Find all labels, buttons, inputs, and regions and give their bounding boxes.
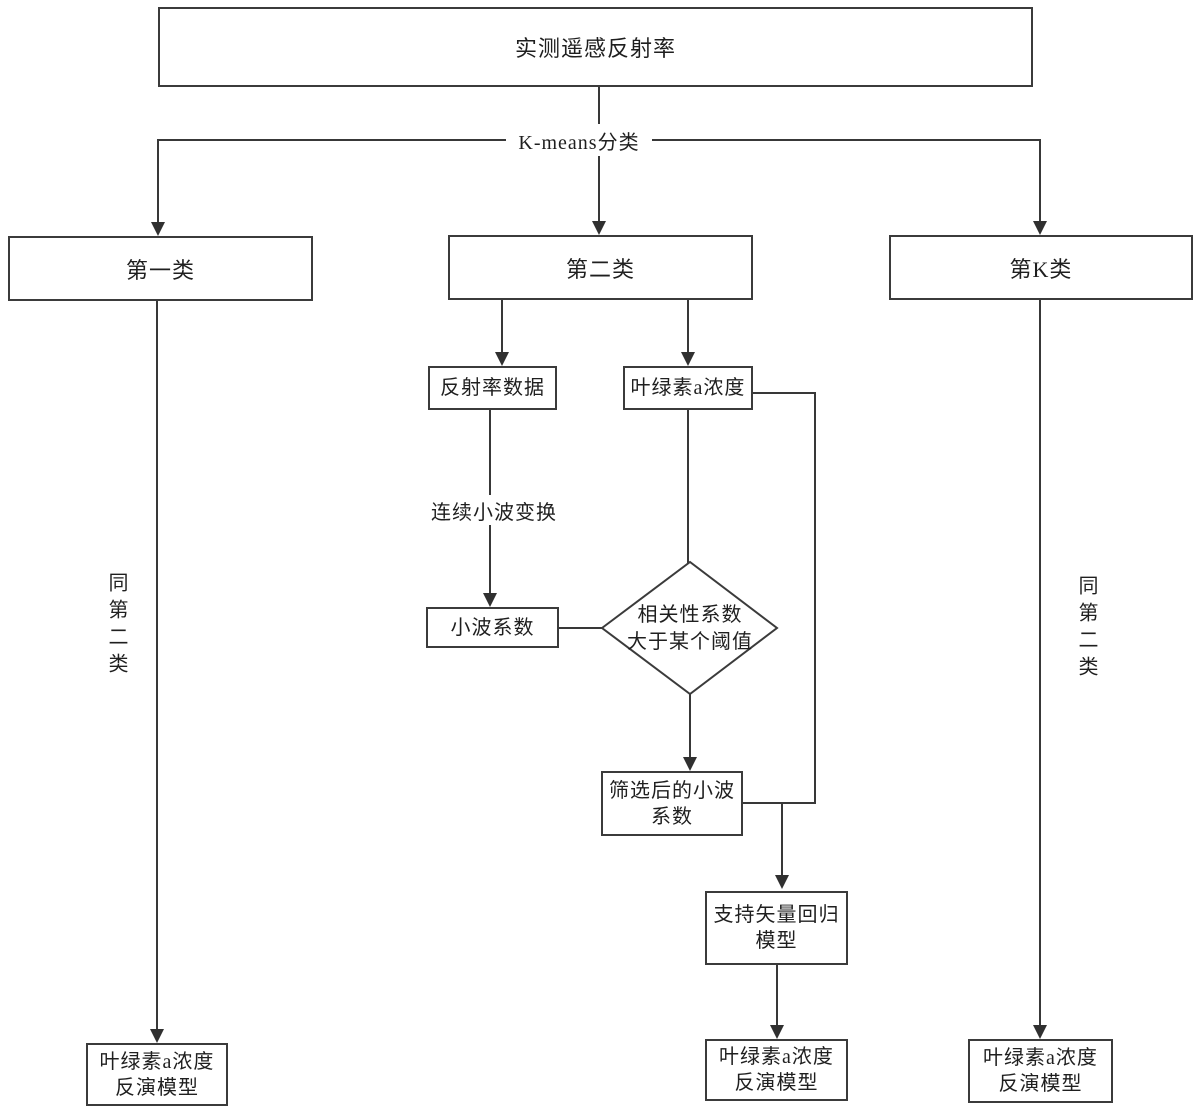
arrowhead-class1	[151, 222, 165, 236]
kmeans-label: K-means分类	[506, 124, 652, 156]
node-measured-reflectance: 实测遥感反射率	[158, 7, 1033, 87]
connector-kmeans-to-classK	[1039, 139, 1041, 221]
connector-class1-to-model	[156, 301, 158, 1029]
cwt-label: 连续小波变换	[424, 495, 564, 525]
node-inversion-model-right-line2: 反演模型	[998, 1073, 1083, 1095]
node-inversion-model-right-line1: 叶绿素a浓度	[983, 1047, 1098, 1069]
node-classK-label: 第K类	[1009, 256, 1073, 282]
same-as-class2-note-left: 同第二类	[105, 572, 127, 680]
arrowhead-model-left	[150, 1029, 164, 1043]
node-svr-model-line2: 模型	[755, 930, 798, 952]
node-reflectance-data: 反射率数据	[428, 366, 557, 410]
arrowhead-model-right	[1033, 1025, 1047, 1039]
node-class1-label: 第一类	[125, 257, 195, 283]
node-inversion-model-right: 叶绿素a浓度 反演模型	[968, 1039, 1113, 1103]
arrowhead-classK	[1033, 221, 1047, 235]
arrowhead-chla	[681, 352, 695, 366]
connector-bypass-bottom	[743, 802, 816, 804]
node-measured-reflectance-label: 实测遥感反射率	[514, 36, 676, 61]
node-filtered-coefficients-line1: 筛选后的小波	[609, 779, 735, 802]
connector-top-to-kmeans	[598, 87, 600, 140]
arrowhead-model-mid	[770, 1025, 784, 1039]
node-filtered-coefficients: 筛选后的小波 系数	[601, 771, 743, 836]
kmeans-label-text: K-means分类	[518, 131, 640, 154]
connector-bypass-vertical	[814, 392, 816, 804]
arrowhead-reflectance	[495, 352, 509, 366]
arrowhead-wavelet	[483, 593, 497, 607]
connector-classK-to-model	[1039, 300, 1041, 1025]
node-inversion-model-mid-line2: 反演模型	[734, 1072, 819, 1094]
decision-line1: 相关性系数	[637, 604, 743, 626]
connector-class2-to-chla	[687, 300, 689, 352]
node-filtered-coefficients-line2: 系数	[651, 805, 693, 828]
connector-decision-to-filtered	[689, 694, 691, 757]
connector-kmeans-to-class2	[598, 141, 600, 221]
node-class2: 第二类	[448, 235, 753, 300]
node-wavelet-coefficients: 小波系数	[426, 607, 559, 648]
arrowhead-class2	[592, 221, 606, 235]
node-inversion-model-mid-line1: 叶绿素a浓度	[719, 1046, 834, 1068]
decision-line2: 大于某个阈值	[627, 631, 753, 653]
node-inversion-model-left-line2: 反演模型	[115, 1076, 199, 1099]
arrowhead-svr	[775, 875, 789, 889]
connector-bypass-top	[753, 392, 816, 394]
node-inversion-model-mid: 叶绿素a浓度 反演模型	[705, 1039, 848, 1101]
node-svr-model: 支持矢量回归 模型	[705, 891, 848, 965]
arrowhead-filtered	[683, 757, 697, 771]
node-wavelet-coefficients-label: 小波系数	[450, 616, 535, 639]
connector-svr-to-model	[776, 965, 778, 1025]
connector-kmeans-to-class1	[157, 139, 159, 222]
node-reflectance-data-label: 反射率数据	[440, 377, 545, 399]
node-class1: 第一类	[8, 236, 313, 301]
connector-class2-to-reflectance	[501, 300, 503, 352]
decision-diamond-text: 相关性系数 大于某个阈值	[600, 602, 780, 656]
node-class2-label: 第二类	[565, 256, 635, 282]
same-as-class2-note-right: 同第二类	[1075, 575, 1097, 683]
node-svr-model-line1: 支持矢量回归	[713, 904, 840, 926]
decision-diamond-shape	[600, 560, 779, 696]
node-classK: 第K类	[889, 235, 1193, 300]
node-inversion-model-left: 叶绿素a浓度 反演模型	[86, 1043, 228, 1106]
connector-merge-to-svr	[781, 802, 783, 875]
connector-chla-to-decision	[687, 410, 689, 563]
cwt-label-text: 连续小波变换	[431, 501, 557, 524]
node-chla-concentration: 叶绿素a浓度	[623, 366, 753, 410]
node-chla-concentration-label: 叶绿素a浓度	[630, 377, 746, 399]
node-inversion-model-left-line1: 叶绿素a浓度	[99, 1050, 215, 1073]
connector-wavelet-to-decision	[559, 627, 602, 629]
